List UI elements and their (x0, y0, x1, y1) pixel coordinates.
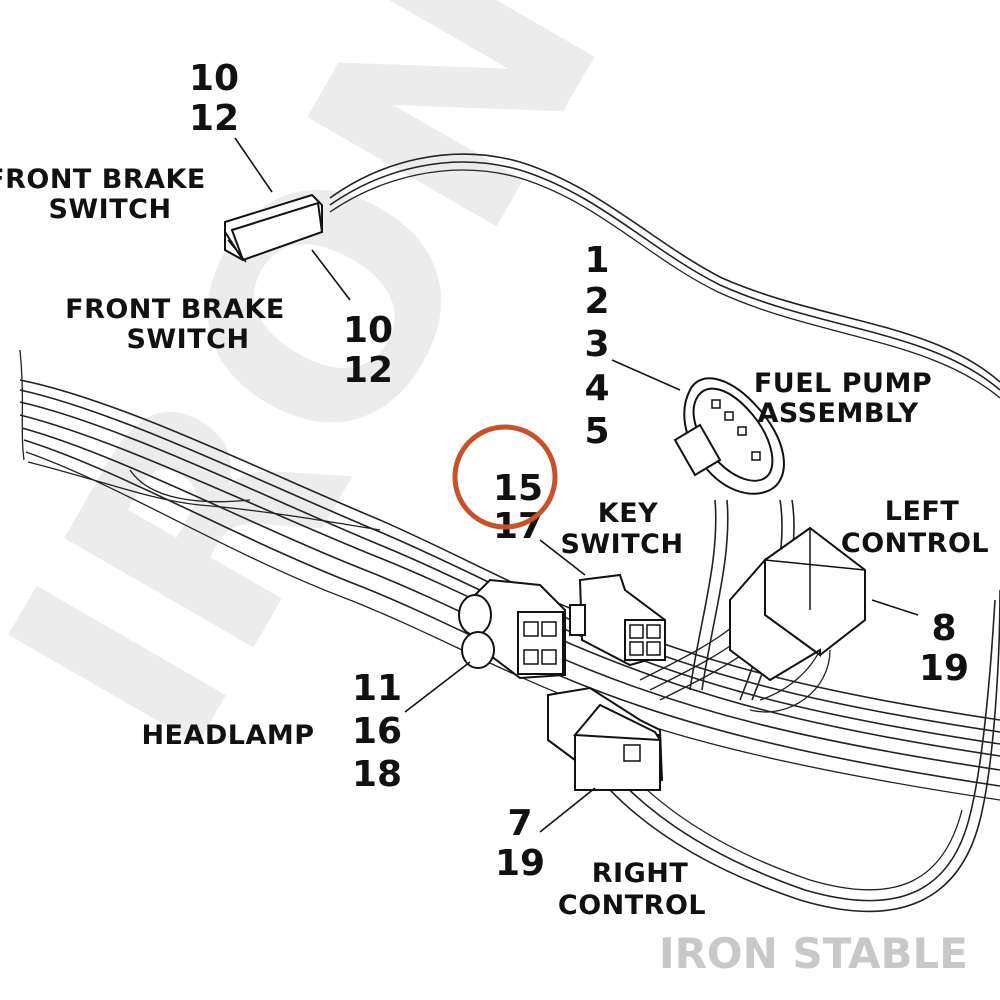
callout-brake-top-10: 10 (189, 58, 239, 99)
front-brake-switch-connector (224, 193, 324, 263)
callout-right-control-7: 7 (507, 803, 532, 844)
left-control-label-line2: CONTROL (841, 528, 989, 559)
callout-numbers: 10 12 10 12 1 2 3 4 5 15 17 8 19 11 16 1… (189, 58, 969, 884)
callout-fuel-pump-2: 2 (584, 281, 609, 322)
callout-fuel-pump-1: 1 (584, 240, 609, 281)
callout-fuel-pump-3: 3 (584, 324, 609, 365)
part-labels: FRONT BRAKE SWITCH FRONT BRAKE SWITCH FU… (0, 164, 989, 921)
headlamp-connector (458, 578, 566, 680)
callout-brake-bottom-10: 10 (343, 310, 393, 351)
fuel-pump-label-line1: FUEL PUMP (754, 368, 932, 399)
callout-fuel-pump-4: 4 (584, 368, 609, 409)
headlamp-label: HEADLAMP (141, 720, 314, 751)
left-control-label-line1: LEFT (885, 496, 960, 527)
leader-lines (234, 137, 919, 833)
callout-brake-bottom-12: 12 (343, 350, 393, 391)
right-control-label-line2: CONTROL (558, 890, 706, 921)
callout-headlamp-18: 18 (352, 754, 402, 795)
right-control-connector (547, 686, 664, 792)
left-control-connector (729, 526, 866, 682)
callout-right-control-19: 19 (495, 843, 545, 884)
callout-key-switch-15: 15 (493, 468, 543, 509)
callout-brake-top-12: 12 (189, 98, 239, 139)
key-switch-label-line2: SWITCH (560, 529, 683, 560)
key-switch-label-line1: KEY (598, 498, 658, 529)
highlight-circle (452, 424, 558, 530)
callout-left-control-8: 8 (931, 608, 956, 649)
key-switch-connector (569, 573, 666, 667)
callout-headlamp-11: 11 (352, 668, 402, 709)
callout-left-control-19: 19 (919, 648, 969, 689)
front-brake-switch-label-1-line2: SWITCH (48, 194, 171, 225)
brand-logo-text: IRON STABLE (659, 929, 968, 978)
right-control-label-line1: RIGHT (592, 858, 689, 889)
callout-fuel-pump-5: 5 (584, 411, 609, 452)
callout-headlamp-16: 16 (352, 711, 402, 752)
fuel-pump-connector (673, 377, 785, 495)
front-brake-switch-label-2-line2: SWITCH (126, 324, 249, 355)
fuel-pump-label-line2: ASSEMBLY (757, 398, 918, 429)
front-brake-switch-label-2-line1: FRONT BRAKE (65, 294, 285, 325)
front-brake-switch-label-1-line1: FRONT BRAKE (0, 164, 206, 195)
